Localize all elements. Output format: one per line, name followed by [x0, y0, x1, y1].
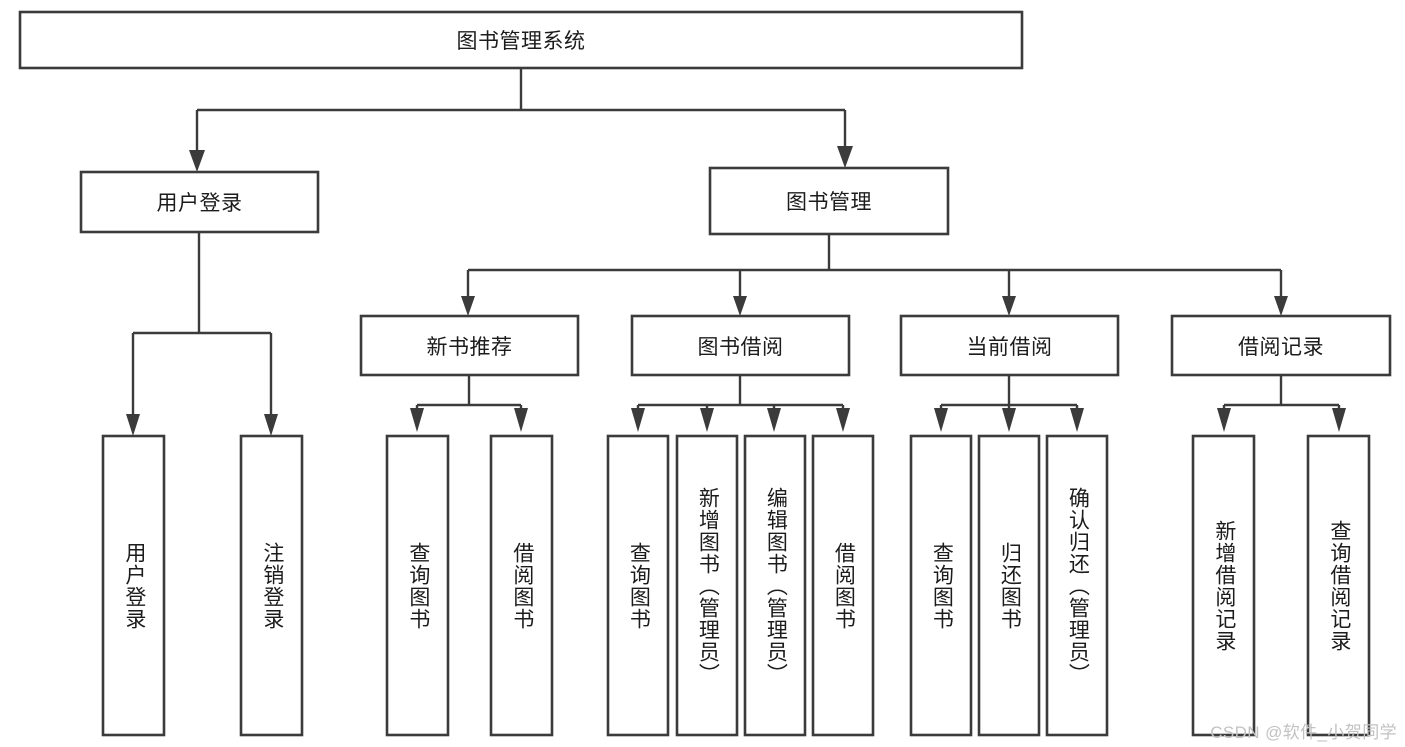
- node-book-management[interactable]: [708, 166, 950, 236]
- node-leaf-return-book[interactable]: [977, 434, 1041, 737]
- node-book-borrow[interactable]: [630, 314, 851, 377]
- node-leaf-logout[interactable]: [239, 434, 304, 737]
- csdn-watermark: CSDN @软件_小贺同学: [1210, 723, 1397, 742]
- node-leaf-query-books-rec[interactable]: [385, 434, 450, 737]
- connector-books-to-level2: [461, 234, 1288, 316]
- node-root[interactable]: [18, 10, 1024, 70]
- node-leaf-borrow-books-rec[interactable]: [489, 434, 554, 737]
- node-leaf-query-books-current[interactable]: [909, 434, 973, 737]
- connector-borrow-to-leaves: [631, 375, 850, 432]
- connector-current-to-leaves: [934, 375, 1084, 432]
- node-leaf-edit-book-admin[interactable]: [743, 434, 807, 737]
- connector-records-to-leaves: [1217, 375, 1346, 432]
- connector-root-to-level1: [189, 68, 853, 172]
- node-user-login[interactable]: [79, 170, 320, 234]
- node-leaf-add-book-admin[interactable]: [675, 434, 739, 737]
- node-new-book-recommend[interactable]: [359, 314, 580, 377]
- connector-login-to-leaves: [126, 232, 278, 436]
- node-leaf-user-login[interactable]: [101, 434, 166, 737]
- node-leaf-query-borrow-record[interactable]: [1306, 434, 1371, 737]
- node-leaf-confirm-return-admin[interactable]: [1045, 434, 1109, 737]
- node-leaf-add-borrow-record[interactable]: [1191, 434, 1256, 737]
- node-leaf-borrow-book[interactable]: [811, 434, 875, 737]
- connector-newbooks-to-leaves: [410, 375, 528, 432]
- node-borrow-records[interactable]: [1170, 314, 1392, 377]
- node-current-borrow[interactable]: [899, 314, 1120, 377]
- node-leaf-query-books-borrow[interactable]: [606, 434, 670, 737]
